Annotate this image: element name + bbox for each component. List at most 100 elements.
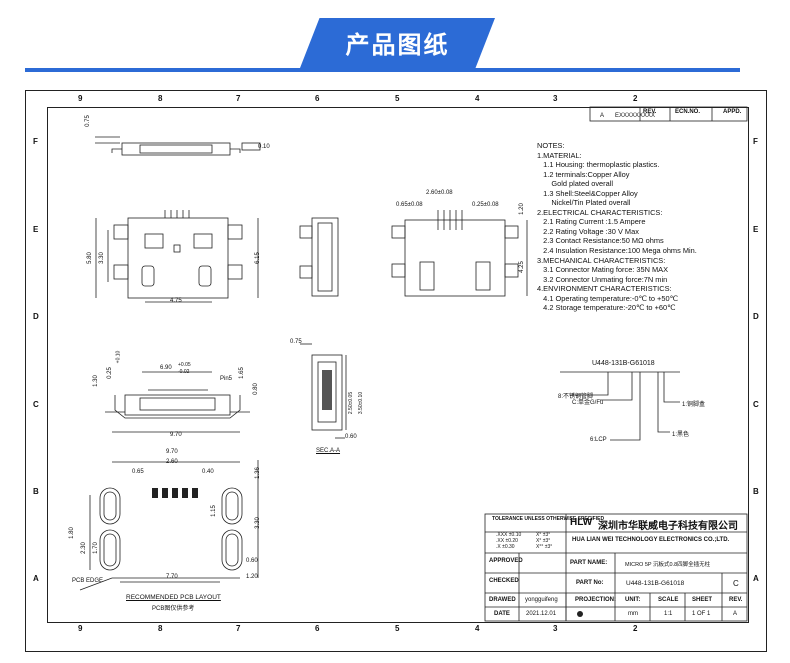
zone-bottom-8: 8	[158, 624, 163, 633]
rev-header: REV.	[643, 109, 657, 115]
zone-top-6: 6	[315, 94, 320, 103]
tolerance-title: TOLERANCE UNLESS OTHERWISE SPECIFIED	[492, 516, 605, 522]
zone-left-c: C	[33, 400, 39, 409]
approved-label: APPROVED	[489, 558, 523, 564]
sheet-label: SHEET	[692, 597, 713, 603]
scale-label: SCALE	[658, 597, 679, 603]
dim-120: 1.20	[518, 203, 525, 215]
pcb-dim-230: 2.30	[80, 542, 87, 554]
ecn-header: ECN.NO.	[675, 109, 701, 115]
zone-left-e: E	[33, 225, 39, 234]
tol-ang-3: X°° ±3°	[536, 544, 553, 550]
header-tab	[300, 18, 495, 68]
zone-top-4: 4	[475, 94, 480, 103]
drawing-border	[47, 107, 749, 623]
code-label-7: C:单金G/Fu	[572, 400, 604, 406]
zone-left-a: A	[33, 574, 39, 583]
part-code: U448-131B-G61018	[592, 360, 655, 367]
zone-left-f: F	[33, 137, 38, 146]
dim-250: 2.50±0.05	[348, 391, 355, 415]
pcb-edge-label: PCB EDGE	[72, 578, 104, 584]
dim-130: 1.30	[92, 375, 99, 387]
sheet-value: 1 OF 1	[692, 611, 711, 617]
scale-value: 1:1	[664, 611, 673, 617]
dim-060: 0.60	[345, 434, 357, 440]
dim-075b: 0.75	[290, 339, 302, 345]
zone-top-5: 5	[395, 94, 400, 103]
tol-row-2: .XX ±0.20	[496, 538, 518, 544]
zone-bottom-9: 9	[78, 624, 83, 633]
dim-165: 1.65	[238, 367, 245, 379]
tol-ang-2: X° ±3°	[536, 538, 551, 544]
zone-top-9: 9	[78, 94, 83, 103]
dim-690: 6.90	[160, 365, 172, 371]
pcb-dim-115: 1.15	[210, 505, 217, 517]
dim-970: 9.70	[170, 432, 182, 438]
dim-065: 0.65±0.08	[396, 202, 423, 208]
pin5-label: Pin5	[220, 376, 233, 382]
dim-010: 0.10	[258, 144, 270, 150]
zone-bottom-3: 3	[553, 624, 558, 633]
part-name-label: PART NAME:	[570, 560, 608, 566]
pcb-dim-120: 1.20	[246, 574, 258, 580]
rev-label: REV.	[729, 597, 743, 603]
part-name-value: MICRO 5P 沉板式0.8四脚全插无柱	[625, 562, 711, 568]
dim-475: 4.75	[170, 298, 182, 304]
pcb-dim-170: 1.70	[92, 542, 99, 554]
zone-right-d: D	[753, 312, 759, 321]
unit-label: UNIT:	[625, 597, 641, 603]
section-label: SEC.A-A	[316, 448, 341, 454]
ecn-value: EXXXXXXXXX	[615, 113, 656, 119]
zone-right-c: C	[753, 400, 759, 409]
pcb-dim-136: 1.36	[254, 467, 261, 479]
pcb-title: RECOMMENDED PCB LAYOUT	[126, 594, 221, 601]
part-no-label: PART No:	[576, 580, 604, 586]
appd-header: APPD.	[723, 109, 742, 115]
tol-row-3: .X ±0.30	[496, 544, 515, 550]
pcb-dim-970: 9.70	[166, 449, 178, 455]
pcb-dim-260: 2.60	[166, 459, 178, 465]
date-label: DATE	[494, 611, 510, 617]
unit-value: mm	[628, 611, 638, 617]
pcb-dim-330: 3.30	[254, 517, 261, 529]
zone-right-e: E	[753, 225, 759, 234]
code-label-8: 8:不锈钢管脚	[558, 394, 594, 400]
dim-075: 0.75	[84, 115, 91, 127]
pcb-dim-060: 0.60	[246, 558, 258, 564]
date-value: 2021.12.01	[526, 611, 557, 617]
pcb-dim-040: 0.40	[202, 469, 214, 475]
drawn-by: yongguifeng	[525, 597, 558, 603]
dim-425: 4.25	[518, 261, 525, 273]
zone-bottom-7: 7	[236, 624, 241, 633]
zone-left-b: B	[33, 487, 39, 496]
code-label-1a: 1:铜脚盒	[682, 402, 706, 408]
pcb-dim-065: 0.65	[132, 469, 144, 475]
company-logo: HLW	[570, 517, 593, 528]
rev-value: A	[600, 113, 605, 119]
rev-value-bottom: A	[733, 611, 738, 617]
zone-right-f: F	[753, 137, 758, 146]
projection-label: PROJECTION:	[575, 597, 617, 603]
dim-025b: 0.25	[106, 367, 113, 379]
zone-top-3: 3	[553, 94, 558, 103]
dim-690-plus: +0.05	[178, 362, 191, 368]
code-label-1b: 1:黑色	[672, 432, 690, 438]
dim-615: 6.15	[254, 252, 261, 264]
zone-bottom-4: 4	[475, 624, 480, 633]
tol-ang-1: X° ±3°	[536, 532, 551, 538]
part-rev-value: C	[733, 579, 739, 588]
company-name-cn: 深圳市华联威电子科技有限公司	[598, 521, 738, 532]
dim-350: 3.50±0.10	[358, 391, 365, 415]
dim-580: 5.80	[86, 252, 93, 264]
page-title: 产品图纸	[345, 31, 450, 59]
dim-330: 3.30	[98, 252, 105, 264]
tol-row-1: .XXX ±0.10	[496, 532, 522, 538]
pcb-dim-770: 7.70	[166, 574, 178, 580]
dim-690-minus: -0.02	[178, 369, 190, 375]
dim-025: 0.25±0.08	[472, 202, 499, 208]
notes-block: NOTES: 1.MATERIAL: 1.1 Housing: thermopl…	[537, 141, 697, 313]
drawn-label: DRAWED	[489, 597, 516, 603]
zone-bottom-6: 6	[315, 624, 320, 633]
pcb-title-cn: PCB图仅供参考	[152, 606, 195, 612]
